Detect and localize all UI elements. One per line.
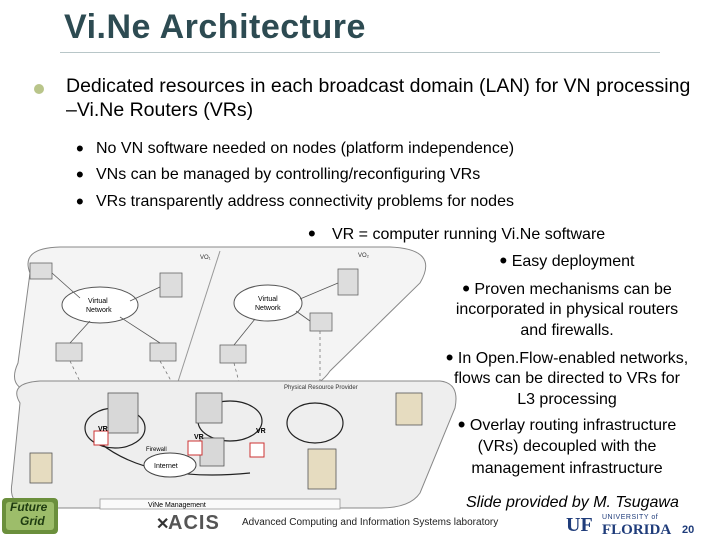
firewall-label: Firewall <box>146 447 167 453</box>
lab-name: Advanced Computing and Information Syste… <box>242 517 499 528</box>
title-divider <box>60 52 660 53</box>
server-rack-icon <box>395 392 423 426</box>
main-bullet-dot <box>34 84 44 94</box>
server-rack-icon <box>195 392 223 424</box>
internet-label: Internet <box>154 463 178 470</box>
server-icon <box>149 342 177 362</box>
virtual-network-2-line1: Virtual <box>258 296 278 303</box>
server-icon <box>309 312 333 332</box>
vr-router-icon <box>93 430 109 446</box>
vr-label: VR <box>256 428 266 435</box>
futuregrid-logo-line2: Grid <box>20 514 45 528</box>
openflow-line-1: In Open.Flow-enabled networks, <box>457 350 689 367</box>
proven-bullet: • Proven mechanisms can be <box>462 276 672 301</box>
easy-deployment-bullet: • Easy deployment <box>499 248 635 273</box>
cloud-icon <box>143 452 197 478</box>
futuregrid-logo-line1: Future <box>10 500 48 514</box>
server-rack-icon <box>199 437 225 467</box>
overlay-bullet: • Overlay routing infrastructure <box>457 412 677 437</box>
physical-servers <box>29 392 423 490</box>
vr-label: VR <box>98 426 108 433</box>
vo2-label: VO₂ <box>358 253 370 259</box>
main-bullet-text: Dedicated resources in each broadcast do… <box>66 75 691 121</box>
server-rack-icon <box>29 452 53 484</box>
vo1-label: VO₁ <box>200 255 211 261</box>
proven-line-1: Proven mechanisms can be <box>474 281 672 298</box>
server-icon <box>55 342 83 362</box>
openflow-line-3: L3 processing <box>517 391 617 408</box>
proven-line-3: and firewalls. <box>520 322 614 339</box>
virtual-nodes <box>29 262 359 364</box>
sub-bullet-dot: • <box>76 189 84 214</box>
server-rack-icon <box>107 392 139 434</box>
sub-bullet-dot: • <box>76 136 84 161</box>
virtual-plane <box>14 246 427 394</box>
vine-management-label: ViNe Management <box>148 502 206 509</box>
page-number: 20 <box>682 524 695 536</box>
virtual-network-1-line1: Virtual <box>88 298 108 305</box>
overlay-line-2: (VRs) decoupled with the <box>477 438 657 455</box>
physical-plane <box>10 380 457 509</box>
cloud-icon <box>61 286 139 324</box>
acis-x-icon: ✕ <box>156 516 170 533</box>
uf-florida: FLORIDA <box>602 522 672 538</box>
uf-logo: UF UNIVERSITY of FLORIDA <box>566 514 692 540</box>
server-rack-icon <box>307 448 337 490</box>
proven-line-2: incorporated in physical routers <box>455 301 679 318</box>
slide-credit: Slide provided by M. Tsugawa <box>466 494 679 511</box>
vr-router-icon <box>187 440 203 456</box>
server-icon <box>29 262 53 280</box>
openflow-bullet: • In Open.Flow-enabled networks, <box>445 345 689 370</box>
plane-divider <box>174 250 221 392</box>
futuregrid-logo <box>2 498 58 534</box>
sub-bullet-dot: • <box>76 162 84 187</box>
vr-definition: VR = computer running Vi.Ne software <box>332 226 606 243</box>
management-bar <box>99 498 341 510</box>
easy-deployment-text: Easy deployment <box>511 253 635 270</box>
sub-bullet-3: VRs transparently address connectivity p… <box>96 193 514 210</box>
physical-provider-label: Physical Resource Provider <box>284 385 358 391</box>
overlay-line-3: management infrastructure <box>471 460 663 477</box>
virtual-links <box>51 272 339 346</box>
cloud-icon <box>233 284 303 322</box>
slide-title: Vi.Ne Architecture <box>64 8 366 46</box>
sub-bullet-2: VNs can be managed by controlling/reconf… <box>96 166 481 183</box>
sub-bullet-dot: • <box>308 221 316 246</box>
openflow-line-2: flows can be directed to VRs for <box>454 370 680 387</box>
server-icon <box>337 268 359 296</box>
uf-university-of: UNIVERSITY of <box>602 514 659 521</box>
vr-label: VR <box>194 434 204 441</box>
vr-router-icon <box>249 442 265 458</box>
acis-logo: ACIS <box>168 512 220 534</box>
virtual-network-1-line2: Network <box>86 307 112 314</box>
vine-architecture-diagram: VO₁ VO₂ Virtual Network Virtual Network … <box>10 246 457 510</box>
overlay-line-1: Overlay routing infrastructure <box>469 417 677 434</box>
sub-bullet-1: No VN software needed on nodes (platform… <box>96 140 515 157</box>
logo-panel <box>6 502 54 530</box>
server-icon <box>159 272 183 298</box>
server-icon <box>219 344 247 364</box>
uf-letters: UF <box>566 514 593 536</box>
virtual-network-2-line2: Network <box>255 305 281 312</box>
